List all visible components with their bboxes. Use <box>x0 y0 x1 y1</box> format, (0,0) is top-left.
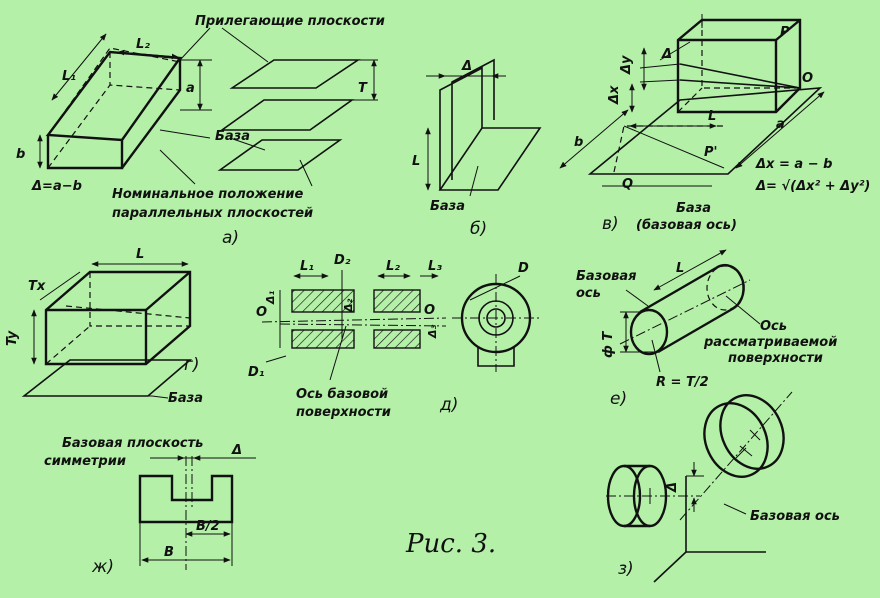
label-base-a: База <box>215 129 250 144</box>
label-dy: Δy <box>619 55 634 75</box>
figure-caption: Рис. 3. <box>405 529 496 559</box>
label-R: R = T/2 <box>656 375 709 390</box>
tag-a: а) <box>222 228 239 248</box>
label-formula1: Δx = a − b <box>755 157 832 172</box>
label-P1: P' <box>704 145 718 160</box>
label-B: B <box>164 545 174 560</box>
subfigure-d: L₁ L₂ L₃ D₂ D₁ D O O Δ₁ Δ₂ Δ₃ Ось базово… <box>248 253 540 420</box>
tag-zh: ж) <box>91 557 114 577</box>
label-L2-d: L₂ <box>386 259 400 274</box>
subfigure-z: Δ Базовая ось з) <box>606 391 840 583</box>
label-b-a: b <box>16 147 25 162</box>
label-axis-e-1: Ось <box>760 319 787 334</box>
label-L1-d: L₁ <box>300 259 314 274</box>
label-base-v: База <box>676 201 711 216</box>
label-L-e: L <box>676 261 684 276</box>
label-L-g: L <box>136 247 144 262</box>
label-axis-e-3: поверхности <box>728 351 823 366</box>
label-O-d2: O <box>424 303 435 318</box>
label-axis-d-2: поверхности <box>296 405 391 420</box>
label-base-axis-e-1: Базовая <box>576 269 637 284</box>
label-base-g: База <box>168 391 203 406</box>
label-axis-e-2: рассматриваемой <box>703 335 837 350</box>
label-L2-a: L₂ <box>136 37 150 52</box>
label-formula2: Δ= √(Δx² + Δy²) <box>755 179 870 194</box>
label-sym-1: Базовая плоскость <box>62 436 203 451</box>
label-delta-b: Δ <box>461 59 472 74</box>
subfigure-a: Прилегающие плоскости База Номинальное п… <box>16 14 385 248</box>
label-base-axis-z: Базовая ось <box>750 509 840 524</box>
label-axis-d-1: Ось базовой <box>296 387 388 402</box>
label-base-axis-e-2: ось <box>576 286 601 301</box>
label-O-d1: O <box>256 305 267 320</box>
subfigure-g: L Tx Ty База г) <box>5 247 203 406</box>
label-delta3: Δ₃ <box>426 324 439 339</box>
label-L3-d: L₃ <box>428 259 442 274</box>
label-phiT: ф T <box>601 331 616 358</box>
label-L1-a: L₁ <box>62 69 76 84</box>
tag-e: е) <box>610 389 627 409</box>
label-O-v: O <box>802 71 813 86</box>
label-L-v: L <box>708 109 716 124</box>
label-L-b: L <box>412 154 420 169</box>
label-delta2: Δ₂ <box>342 298 355 313</box>
subfigure-v: P O Δ Δy Δx P' Q L a b Δx = a − b Δ= √(Δ… <box>559 14 870 234</box>
subfigure-zh: Базовая плоскость симметрии Δ B B/2 ж) <box>44 436 256 577</box>
label-adjacent-planes: Прилегающие плоскости <box>195 14 385 29</box>
label-P: P <box>780 25 790 40</box>
subfigure-e: Базовая ось L ф T Ось рассматриваемой по… <box>576 249 837 409</box>
label-a-v: a <box>776 117 785 132</box>
label-formula-a: Δ=a−b <box>31 179 82 194</box>
label-Tx: Tx <box>28 279 46 294</box>
tag-g: г) <box>184 355 200 375</box>
tag-b: б) <box>470 219 487 239</box>
label-nominal-2: параллельных плоскостей <box>112 206 313 221</box>
label-B2: B/2 <box>196 519 220 534</box>
label-sym-2: симметрии <box>44 454 126 469</box>
subfigure-b: Δ L База б) <box>412 58 542 239</box>
tag-d: д) <box>439 395 458 415</box>
label-D1: D₁ <box>248 365 265 380</box>
label-delta-zh: Δ <box>231 443 242 458</box>
label-b-v: b <box>574 135 583 150</box>
label-a-a: a <box>186 81 195 96</box>
label-Q: Q <box>622 177 633 192</box>
label-D2: D₂ <box>334 253 351 268</box>
tag-v: в) <box>602 214 619 234</box>
label-T-a: T <box>358 81 368 96</box>
label-base-b: База <box>430 199 465 214</box>
label-D: D <box>518 261 529 276</box>
label-Ty: Ty <box>5 330 20 346</box>
label-nominal-1: Номинальное положение <box>112 187 304 202</box>
label-delta-z: Δ <box>665 482 680 493</box>
label-base-axis-v: (базовая ось) <box>636 218 737 233</box>
tag-z: з) <box>618 559 634 579</box>
label-delta1: Δ₁ <box>264 290 277 305</box>
label-dx: Δx <box>607 85 622 105</box>
label-delta-v: Δ <box>661 47 672 62</box>
